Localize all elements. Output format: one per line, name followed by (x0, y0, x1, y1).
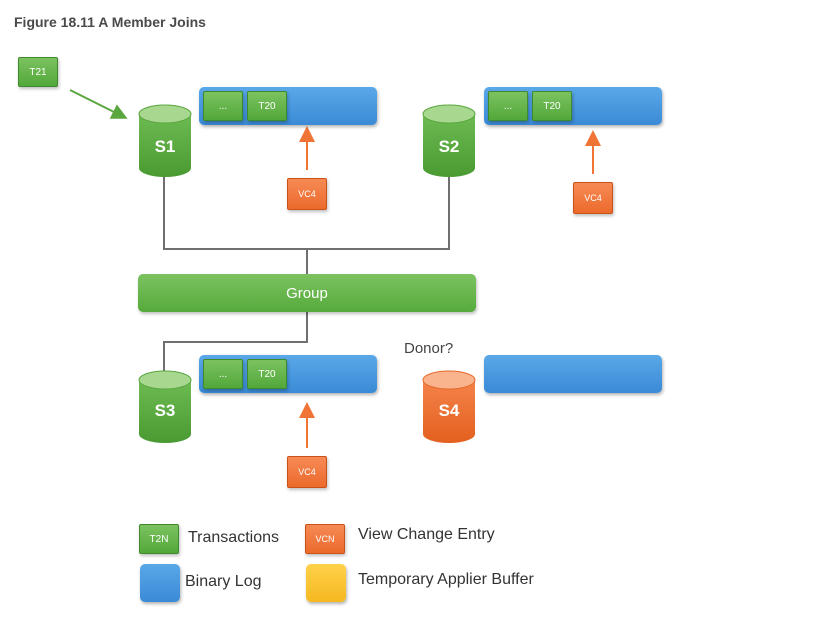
server-s3: S3 (138, 370, 192, 444)
server-s1: S1 (138, 104, 192, 178)
server-label: S1 (154, 137, 176, 156)
legend-transactions-label: Transactions (188, 529, 279, 546)
legend-view-change-swatch: VCN (305, 524, 345, 554)
s2-view-change-entry: VC4 (573, 182, 613, 214)
group-bar: Group (138, 274, 476, 312)
s1-log-entry-t20: T20 (247, 91, 287, 121)
database-cylinder-icon (422, 104, 476, 177)
s3-log-entry-ellipsis: ... (203, 359, 243, 389)
s2-log-entry-t20: T20 (532, 91, 572, 121)
legend-transactions-swatch: T2N (139, 524, 179, 554)
s1-view-change-entry: VC4 (287, 178, 327, 210)
incoming-transaction-t21: T21 (18, 57, 58, 87)
s3-view-change-entry: VC4 (287, 456, 327, 488)
database-cylinder-icon (422, 370, 476, 443)
server-label: S3 (154, 401, 176, 420)
server-label: S4 (438, 401, 460, 420)
s1-log-entry-ellipsis: ... (203, 91, 243, 121)
server-s4: S4 (422, 370, 476, 444)
server-label: S2 (438, 137, 460, 156)
legend-applier-buffer-swatch (306, 564, 346, 602)
legend-applier-buffer-label: Temporary Applier Buffer (358, 571, 534, 588)
legend-view-change-label: View Change Entry (358, 526, 495, 543)
donor-question-label: Donor? (404, 340, 454, 357)
legend-binary-log-label: Binary Log (185, 573, 262, 590)
legend-binary-log-swatch (140, 564, 180, 602)
s4-binary-log (484, 355, 662, 393)
s2-log-entry-ellipsis: ... (488, 91, 528, 121)
database-cylinder-icon (138, 370, 192, 443)
group-s3-link (163, 312, 308, 372)
server-s2: S2 (422, 104, 476, 178)
figure-title: Figure 18.11 A Member Joins (14, 14, 206, 30)
t21-arrow (69, 89, 128, 119)
database-cylinder-icon (138, 104, 192, 177)
s3-log-entry-t20: T20 (247, 359, 287, 389)
